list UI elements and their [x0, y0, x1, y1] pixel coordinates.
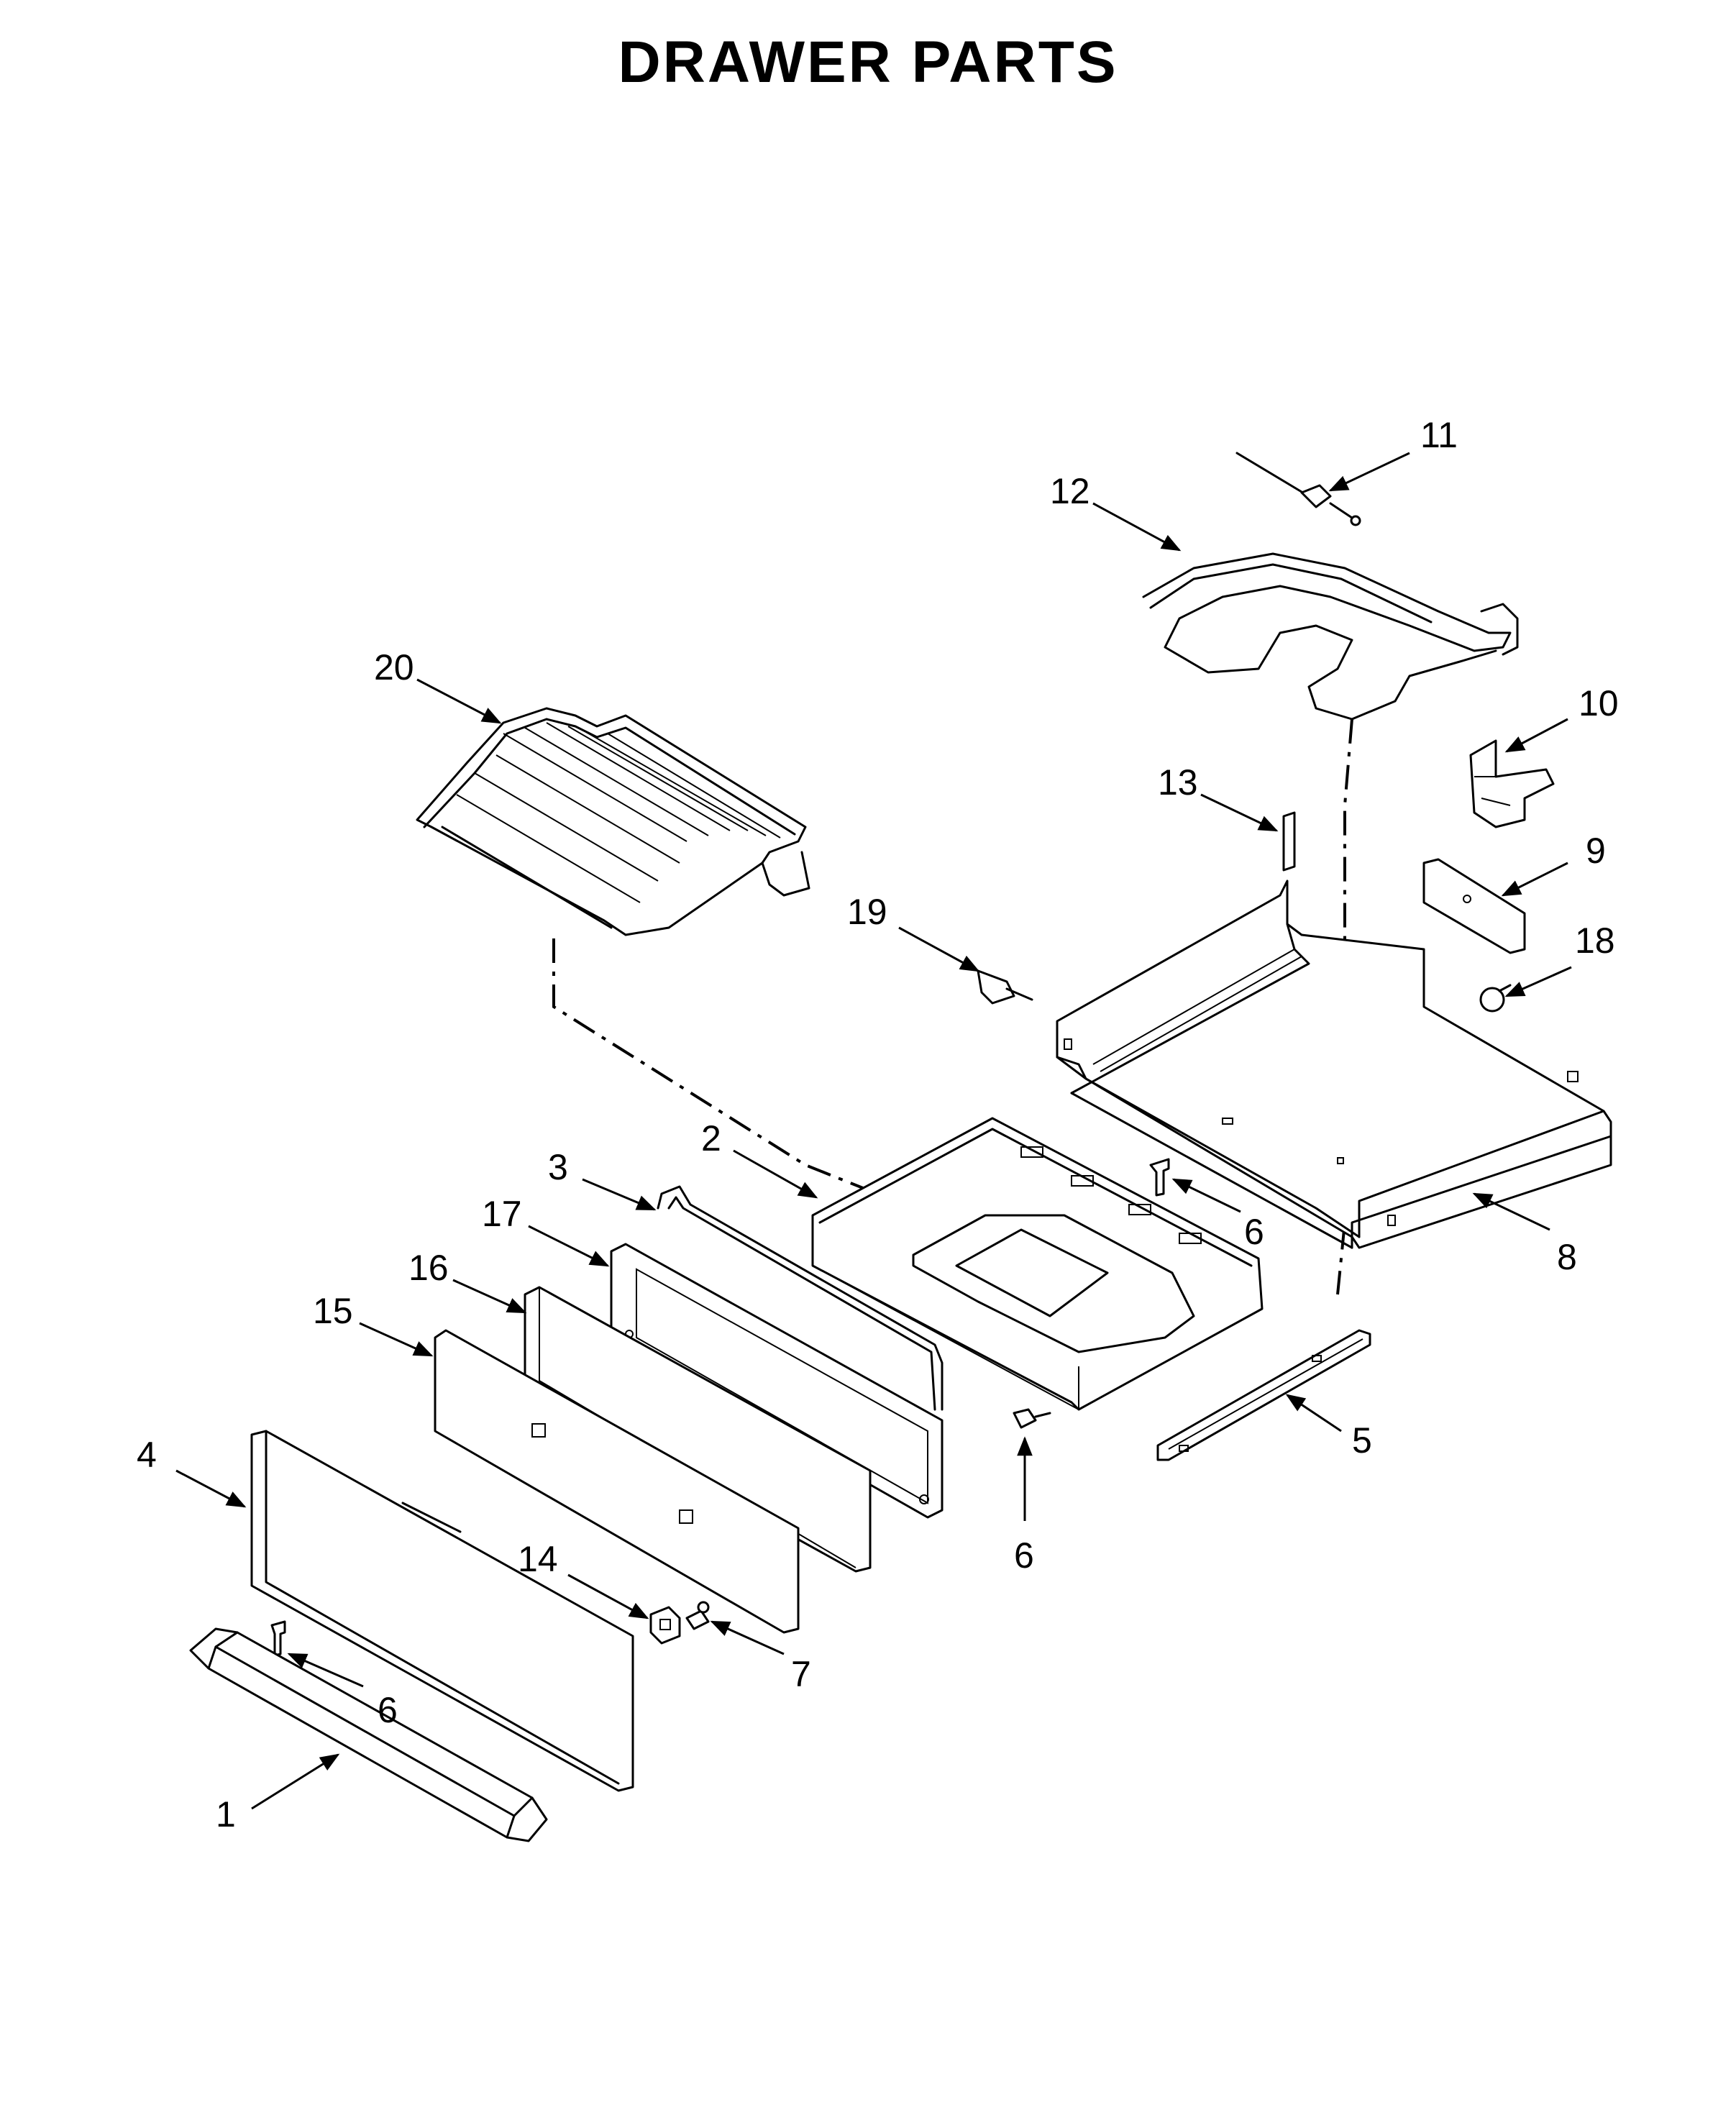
callout-5: 5 — [1352, 1420, 1372, 1461]
screw-part-6-lower — [270, 1620, 286, 1657]
callout-10: 10 — [1579, 683, 1619, 723]
page-title: DRAWER PARTS — [618, 29, 1118, 95]
clip-part — [1282, 811, 1296, 872]
callout-4: 4 — [137, 1435, 157, 1475]
drawer-housing-part — [1056, 879, 1612, 1249]
callout-12: 12 — [1050, 471, 1090, 511]
bracket-part — [1469, 739, 1555, 828]
oven-rack-part — [416, 707, 915, 1273]
callout-18: 18 — [1575, 920, 1615, 961]
screw-part-6-upper — [1149, 1158, 1170, 1197]
callout-20: 20 — [374, 647, 414, 687]
callout-11: 11 — [1420, 415, 1458, 455]
drawer-pan-part — [811, 1117, 1264, 1411]
callout-17: 17 — [482, 1194, 522, 1234]
thermostat-part — [1479, 984, 1512, 1013]
leader-arrows — [175, 452, 1572, 1810]
callout-15: 15 — [313, 1291, 353, 1331]
callout-2: 2 — [701, 1118, 721, 1159]
callout-9: 9 — [1586, 831, 1606, 871]
gasket-part — [657, 1185, 944, 1411]
callout-6-middle: 6 — [1014, 1535, 1034, 1576]
callout-numbers: 1 2 3 4 5 6 6 6 7 8 9 10 11 12 13 14 15 … — [137, 415, 1619, 1835]
callout-3: 3 — [548, 1147, 568, 1187]
callout-19: 19 — [847, 892, 887, 932]
callout-8: 8 — [1557, 1237, 1577, 1277]
door-handle-part — [189, 1627, 548, 1842]
callout-6-lower: 6 — [378, 1690, 398, 1730]
callout-6-upper: 6 — [1244, 1212, 1264, 1252]
callout-14: 14 — [518, 1539, 558, 1579]
door-liner-part — [434, 1329, 800, 1634]
screw-part-6-middle — [1013, 1408, 1051, 1429]
outer-door-part — [250, 1430, 634, 1792]
drawer-slide-part — [1156, 1329, 1371, 1461]
callout-16: 16 — [408, 1248, 449, 1288]
oven-sensor-part — [1235, 452, 1361, 526]
callout-1: 1 — [216, 1794, 236, 1835]
callout-7: 7 — [791, 1654, 811, 1694]
callout-13: 13 — [1158, 762, 1198, 803]
cover-plate-part — [1422, 858, 1526, 954]
handle-mount-part — [649, 1606, 681, 1645]
screw-part-7 — [685, 1601, 710, 1630]
screw-part-19 — [977, 969, 1033, 1005]
